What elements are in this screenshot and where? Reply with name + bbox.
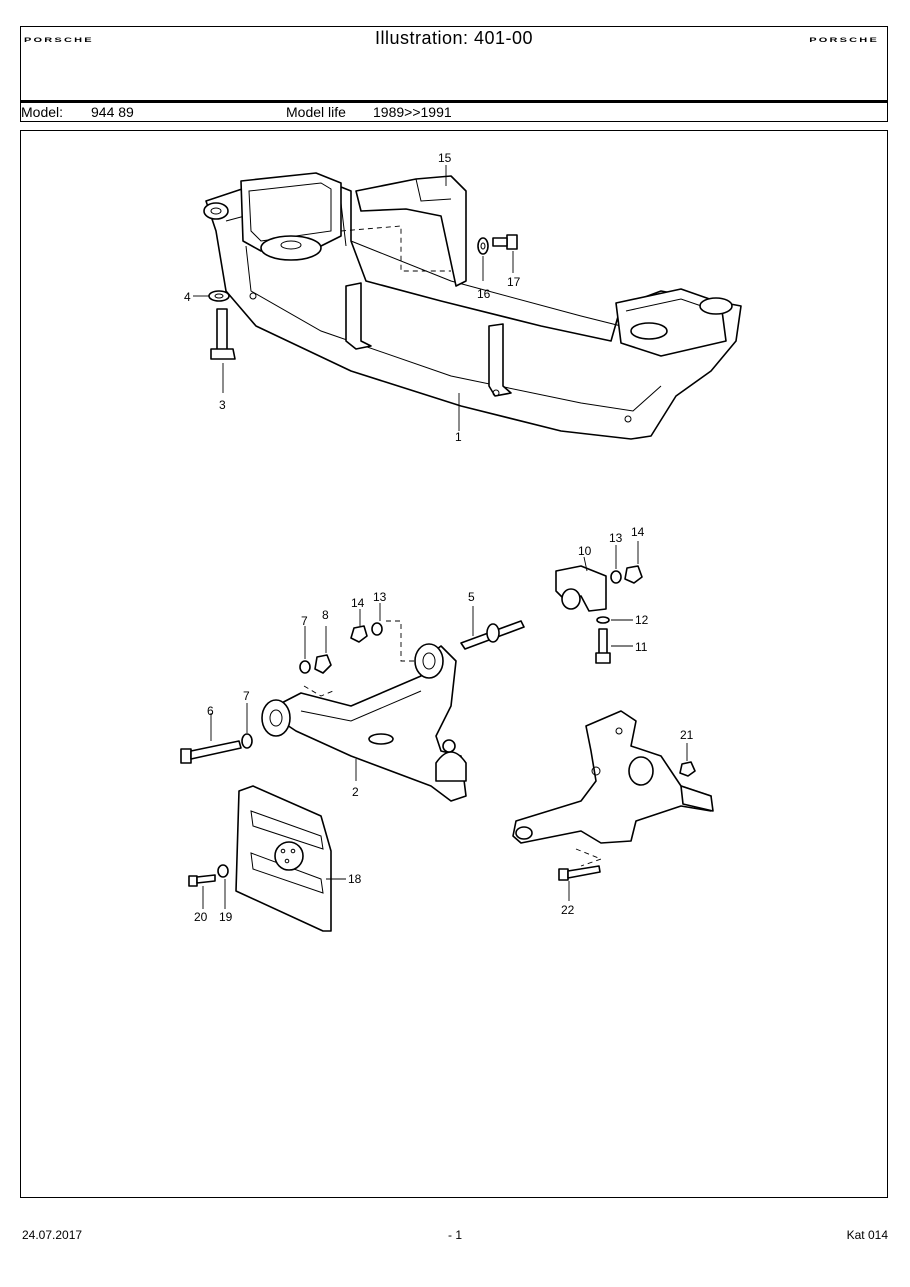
callout-6: 6	[207, 704, 214, 718]
callout-7a: 7	[243, 689, 250, 703]
washer-part-13b	[610, 570, 622, 584]
model-life-value: 1989>>1991	[373, 104, 452, 120]
bolt-part-20	[188, 874, 216, 887]
nut-part-14a	[350, 625, 368, 643]
illustration-title: Illustration: 401-00	[374, 28, 534, 48]
bolt-part-5	[460, 620, 525, 650]
callout-14b: 14	[631, 525, 645, 539]
bolt-part-17	[492, 234, 518, 250]
steering-knuckle-part	[512, 710, 714, 867]
model-value: 944 89	[91, 104, 134, 120]
bolt-part-3	[210, 308, 236, 360]
porsche-logo-right: PORSCHE	[809, 37, 879, 44]
footer-catalog: Kat 014	[846, 1228, 888, 1242]
callout-2: 2	[352, 785, 359, 799]
callout-1: 1	[455, 430, 462, 444]
callout-13b: 13	[609, 531, 623, 545]
parts-diagram-svg: 15 16 17 4 3 1 10 13 14 12 11 5 14 13 7 …	[180, 151, 742, 932]
nut-part-21	[679, 761, 696, 777]
callout-16: 16	[477, 287, 491, 301]
crossmember-part	[203, 172, 742, 440]
callout-10: 10	[578, 544, 592, 558]
callout-14a: 14	[351, 596, 365, 610]
washer-part-7a	[241, 733, 253, 749]
callout-21: 21	[680, 728, 694, 742]
model-label: Model:	[21, 104, 64, 120]
callout-7b: 7	[301, 614, 308, 628]
callout-11: 11	[635, 640, 648, 654]
callout-15: 15	[438, 151, 452, 165]
control-arm-part	[261, 620, 467, 802]
model-life-label: Model life	[286, 104, 346, 120]
header-divider	[21, 100, 887, 103]
bolt-part-22	[558, 865, 601, 881]
bracket-part-15	[355, 175, 467, 287]
washer-part-4	[208, 290, 230, 302]
model-row: Model: 944 89 Model life 1989>>1991	[21, 103, 887, 121]
callout-20: 20	[194, 910, 208, 924]
callout-12: 12	[635, 613, 649, 627]
callout-8: 8	[322, 608, 329, 622]
nut-part-14b	[624, 565, 643, 584]
bolt-part-6	[180, 740, 242, 764]
footer-page: - 1	[447, 1228, 462, 1242]
callout-22: 22	[561, 903, 575, 917]
bolt-part-11	[595, 628, 611, 664]
washer-part-7b	[299, 660, 311, 674]
callout-3: 3	[219, 398, 226, 412]
callout-5: 5	[468, 590, 475, 604]
callout-18: 18	[348, 872, 362, 886]
washer-part-16	[477, 237, 489, 255]
washer-part-12	[596, 616, 610, 624]
header-box: PORSCHE Illustration: 401-00 PORSCHE Mod…	[20, 26, 888, 122]
callout-19: 19	[219, 910, 233, 924]
washer-part-13a	[371, 622, 383, 636]
footer-date: 24.07.2017	[22, 1228, 83, 1242]
callout-13a: 13	[373, 590, 387, 604]
exploded-diagram: 15 16 17 4 3 1 10 13 14 12 11 5 14 13 7 …	[20, 130, 888, 1198]
callout-17: 17	[507, 275, 521, 289]
nut-part-8	[314, 654, 332, 674]
callout-4: 4	[184, 290, 191, 304]
shield-plate-part-18	[235, 785, 332, 932]
washer-part-19	[217, 864, 229, 878]
bracket-part-10	[555, 565, 607, 612]
porsche-logo-left: PORSCHE	[24, 37, 94, 44]
